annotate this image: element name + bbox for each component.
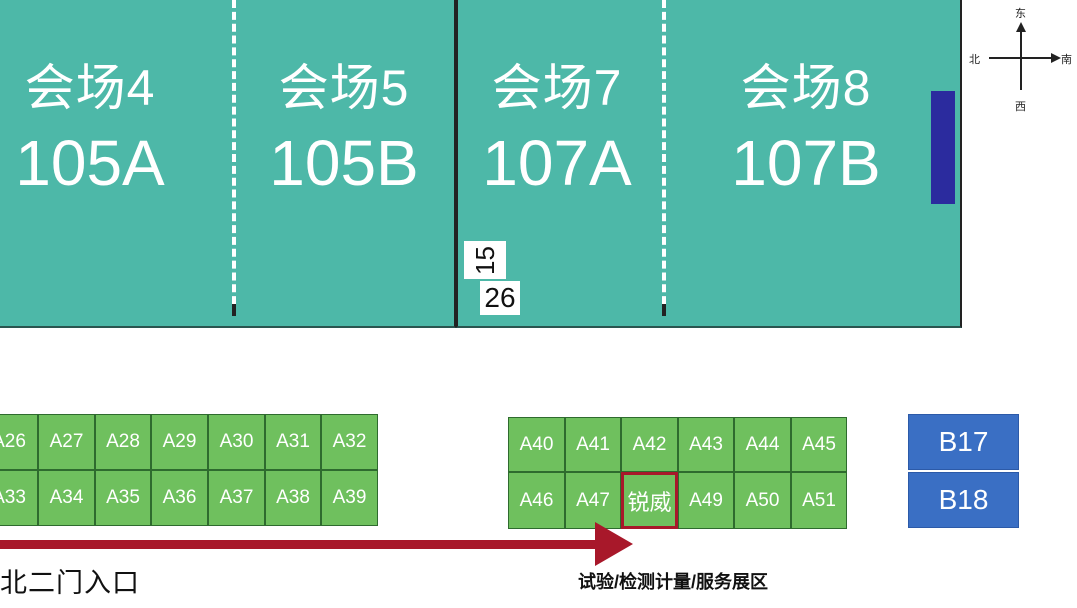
venue-name: 会场7 — [491, 60, 623, 116]
venue-107a[interactable]: 会场7 107A — [437, 58, 677, 202]
entrance-arrow-line — [0, 540, 600, 549]
venue-name: 会场8 — [740, 60, 872, 116]
venue-code: 105B — [269, 127, 419, 199]
booth[interactable]: A28 — [95, 414, 151, 470]
divider-end-mark — [662, 304, 666, 316]
compass-south-label: 南 — [1061, 54, 1072, 66]
booth[interactable]: A29 — [151, 414, 208, 470]
booth-b17[interactable]: B17 — [908, 414, 1019, 470]
compass-north-label: 北 — [969, 54, 980, 66]
compass-arrows-icon — [989, 22, 1061, 90]
divider-end-mark — [232, 304, 236, 316]
booth[interactable]: A41 — [565, 417, 621, 472]
compass-east-label: 东 — [1015, 8, 1026, 20]
booth[interactable]: A33 — [0, 470, 38, 526]
marker-label-top: 15 — [464, 241, 506, 279]
booth[interactable]: A51 — [791, 472, 847, 529]
booth[interactable]: A47 — [565, 472, 621, 529]
booth[interactable]: A40 — [508, 417, 565, 472]
booth[interactable]: A36 — [151, 470, 208, 526]
booth[interactable]: A32 — [321, 414, 378, 470]
venue-name: 会场5 — [278, 60, 410, 116]
hall-block-107 — [456, 0, 962, 328]
venue-name: 会场4 — [24, 60, 156, 116]
booth[interactable]: A35 — [95, 470, 151, 526]
entrance-label: 北二门入口 — [0, 568, 140, 598]
booth[interactable]: A49 — [678, 472, 734, 529]
booth-block-right: A40 A41 A42 A43 A44 A45 A46 A47 锐威 A49 A… — [508, 417, 847, 529]
venue-code: 105A — [15, 127, 165, 199]
booth[interactable]: A26 — [0, 414, 38, 470]
marker-label-bottom: 26 — [480, 281, 520, 315]
booth[interactable]: A50 — [734, 472, 791, 529]
zone-label: 试验/检测计量/服务展区 — [578, 572, 769, 592]
booth[interactable]: A42 — [621, 417, 678, 472]
venue-code: 107A — [482, 127, 632, 199]
hall-divider-107 — [662, 0, 666, 316]
booth-block-left: A26 A27 A28 A29 A30 A31 A32 A33 A34 A35 … — [0, 414, 378, 526]
booth[interactable]: A31 — [265, 414, 321, 470]
booth[interactable]: A34 — [38, 470, 95, 526]
venue-105a[interactable]: 会场4 105A — [0, 58, 210, 202]
booth[interactable]: A39 — [321, 470, 378, 526]
door-marker — [931, 91, 955, 204]
booth[interactable]: A45 — [791, 417, 847, 472]
venue-107b[interactable]: 会场8 107B — [686, 58, 926, 202]
booth[interactable]: A43 — [678, 417, 734, 472]
highlighted-booth[interactable]: 锐威 — [621, 472, 678, 529]
hall-divider-105 — [232, 0, 236, 316]
booth[interactable]: A37 — [208, 470, 265, 526]
booth-b18[interactable]: B18 — [908, 472, 1019, 528]
booth[interactable]: A44 — [734, 417, 791, 472]
booth[interactable]: A30 — [208, 414, 265, 470]
hall-block-105 — [0, 0, 456, 328]
compass: 东 北 南 西 — [965, 0, 1077, 115]
booth[interactable]: A38 — [265, 470, 321, 526]
venue-code: 107B — [731, 127, 881, 199]
booth[interactable]: A27 — [38, 414, 95, 470]
compass-west-label: 西 — [1015, 101, 1026, 113]
booth[interactable]: A46 — [508, 472, 565, 529]
marker-top-text: 15 — [469, 245, 500, 275]
arrow-right-icon — [595, 522, 633, 566]
venue-105b[interactable]: 会场5 105B — [224, 58, 464, 202]
